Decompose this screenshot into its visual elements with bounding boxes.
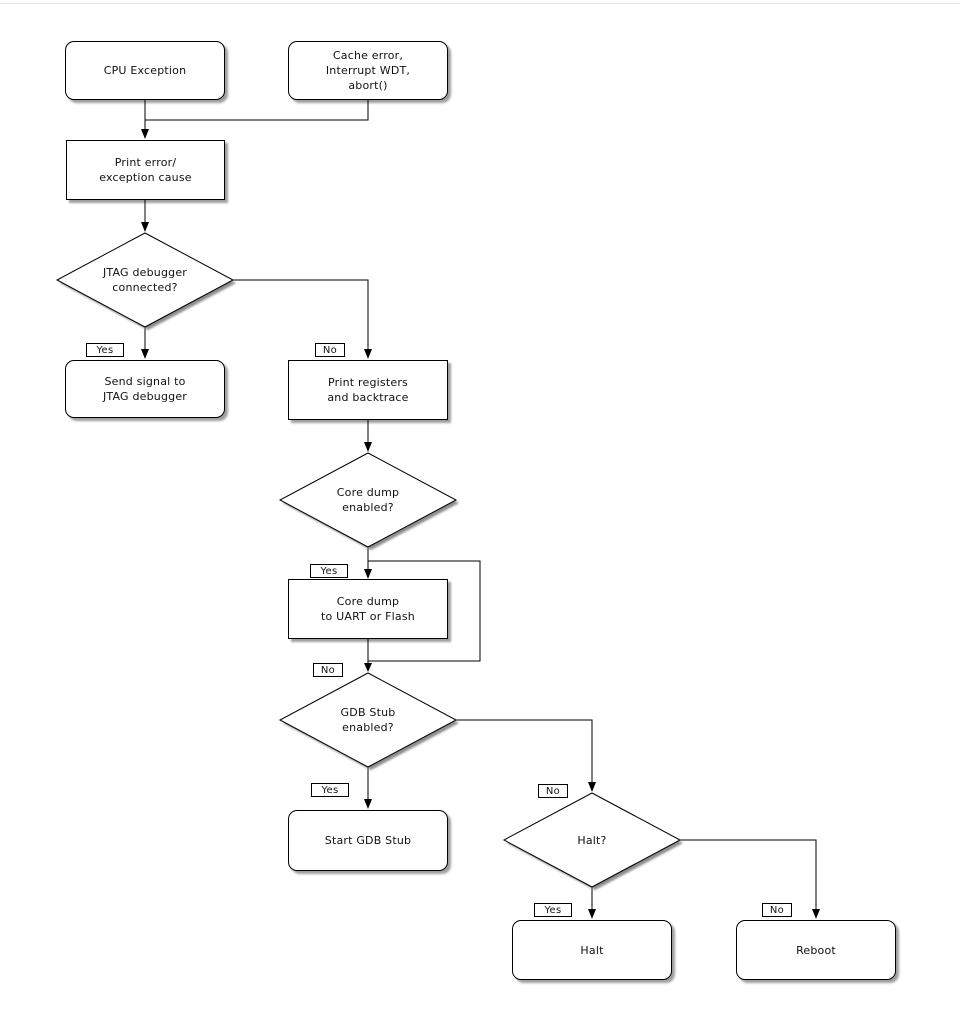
arrowhead-into-halt-decision <box>588 782 596 792</box>
node-label-line: Print registers <box>328 376 408 389</box>
arrowhead-into-jtag-decision <box>141 222 149 232</box>
decision-core-dump-enabled-label: Core dump enabled? <box>288 482 448 518</box>
arrowhead-into-coredump-decision <box>364 442 372 452</box>
decision-gdb-stub-enabled-label: GDB Stub enabled? <box>288 702 448 738</box>
node-label-line: Reboot <box>796 943 836 957</box>
node-label-line: Start GDB Stub <box>324 834 412 847</box>
edge-jtag-no <box>233 279 369 349</box>
edge-cache-to-print <box>145 100 369 121</box>
node-start-gdb-stub: Start GDB Stub <box>288 810 448 871</box>
node-label-line: exception cause <box>99 171 192 184</box>
edge-gdb-no <box>456 719 593 782</box>
edge-label-halt-yes: Yes <box>534 903 572 917</box>
node-label-line: Core dump <box>336 486 400 499</box>
decision-halt-shape <box>502 792 682 888</box>
node-label-line: Halt? <box>577 833 607 847</box>
node-label-line: JTAG debugger <box>102 390 188 403</box>
edge-label-gdb-yes: Yes <box>311 783 349 797</box>
node-label-line: Send signal to <box>104 375 186 388</box>
node-label-line: Print error/ <box>114 156 177 169</box>
node-halt: Halt <box>512 920 672 980</box>
edge-label-jtag-no: No <box>315 343 345 357</box>
edge-label-gdb-no: No <box>538 784 568 798</box>
node-reboot: Reboot <box>736 920 896 980</box>
arrowhead-into-halt-box <box>588 909 596 919</box>
node-label-line: enabled? <box>342 501 394 514</box>
node-core-dump-uart-flash: Core dump to UART or Flash <box>288 579 448 639</box>
node-label-line: Cache error, <box>332 49 404 62</box>
node-label-line: connected? <box>112 281 178 294</box>
arrowhead-into-coredump-box <box>364 569 372 579</box>
node-cpu-exception: CPU Exception <box>65 41 225 100</box>
node-label-line: to UART or Flash <box>321 610 415 623</box>
page-top-divider <box>0 3 960 4</box>
node-label-line: Halt <box>580 943 604 957</box>
edge-halt-no <box>680 839 817 909</box>
node-label-line: enabled? <box>342 721 394 734</box>
arrowhead-into-print-registers <box>364 349 372 359</box>
node-send-signal-jtag: Send signal to JTAG debugger <box>65 360 225 418</box>
decision-jtag-connected-shape <box>55 232 235 328</box>
node-label-line: and backtrace <box>327 391 409 404</box>
decision-halt-label: Halt? <box>512 832 672 848</box>
node-label-line: Core dump <box>336 595 400 608</box>
edge-label-core-dump-yes: Yes <box>310 564 348 578</box>
node-print-registers-backtrace: Print registers and backtrace <box>288 360 448 420</box>
edge-label-core-dump-no: No <box>313 663 343 677</box>
node-label-line: GDB Stub <box>340 706 396 719</box>
edge-label-jtag-yes: Yes <box>86 343 124 357</box>
decision-jtag-connected-label: JTAG debugger connected? <box>65 262 225 298</box>
node-label-line: abort() <box>348 79 388 92</box>
edge-label-halt-no: No <box>762 903 792 917</box>
node-label-line: Interrupt WDT, <box>325 64 411 77</box>
edge-coredump-no-bypass <box>368 560 481 662</box>
node-cache-error: Cache error, Interrupt WDT, abort() <box>288 41 448 100</box>
arrowhead-into-gdb-decision <box>364 663 372 672</box>
node-print-error-cause: Print error/ exception cause <box>66 140 225 200</box>
decision-gdb-stub-enabled-shape <box>278 672 458 768</box>
arrowhead-into-print-error <box>141 129 149 139</box>
arrowhead-into-start-gdb <box>364 799 372 809</box>
decision-core-dump-enabled-shape <box>278 452 458 548</box>
arrowhead-into-send-signal <box>141 349 149 359</box>
node-label-line: JTAG debugger <box>102 266 188 279</box>
node-label-line: CPU Exception <box>103 64 187 77</box>
arrowhead-into-reboot-box <box>812 909 820 919</box>
